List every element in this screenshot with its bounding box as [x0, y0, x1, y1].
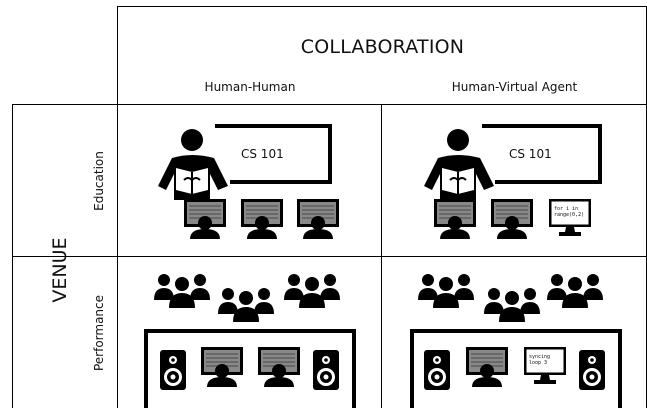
audience-group-icon — [418, 274, 474, 308]
whiteboard — [215, 124, 332, 184]
whiteboard-label: CS 101 — [509, 147, 552, 161]
speaker-icon — [424, 350, 450, 390]
row-header-education: Education — [92, 151, 106, 211]
stage — [410, 329, 622, 408]
whiteboard — [482, 124, 602, 184]
student-monitor-icon — [490, 198, 534, 240]
student-monitor-icon — [433, 198, 477, 240]
collaboration-title: COLLABORATION — [300, 36, 465, 58]
student-monitor-icon — [240, 198, 284, 240]
venue-title: VENUE — [49, 237, 71, 303]
column-header-human-human: Human-Human — [204, 80, 296, 94]
audience-group-icon — [218, 288, 274, 322]
cell-performance-human-virtual-agent — [410, 274, 622, 408]
cell-education-human-human — [157, 124, 340, 240]
agent-screen-code: for i in range(0,2) — [554, 206, 585, 218]
teacher-icon — [423, 128, 495, 201]
teacher-icon — [157, 128, 229, 201]
audience-group-icon — [484, 288, 540, 322]
student-monitor-icon — [465, 346, 509, 388]
speaker-icon — [160, 350, 186, 390]
cell-performance-human-human — [144, 274, 356, 408]
audience-group-icon — [154, 274, 210, 308]
audience-group-icon — [284, 274, 340, 308]
audience-group-icon — [547, 274, 603, 308]
student-monitor-icon — [296, 198, 340, 240]
cell-education-human-virtual-agent — [423, 124, 602, 240]
stage — [144, 329, 356, 408]
row-header-performance: Performance — [92, 294, 106, 372]
student-monitor-icon — [183, 198, 227, 240]
student-monitor-icon — [257, 346, 301, 388]
speaker-icon — [313, 350, 339, 390]
speaker-icon — [579, 350, 605, 390]
student-monitor-icon — [200, 346, 244, 388]
column-header-human-virtual-agent: Human-Virtual Agent — [451, 80, 578, 94]
whiteboard-label: CS 101 — [241, 147, 284, 161]
agent-screen-status: syncing loop 3 — [529, 354, 551, 366]
